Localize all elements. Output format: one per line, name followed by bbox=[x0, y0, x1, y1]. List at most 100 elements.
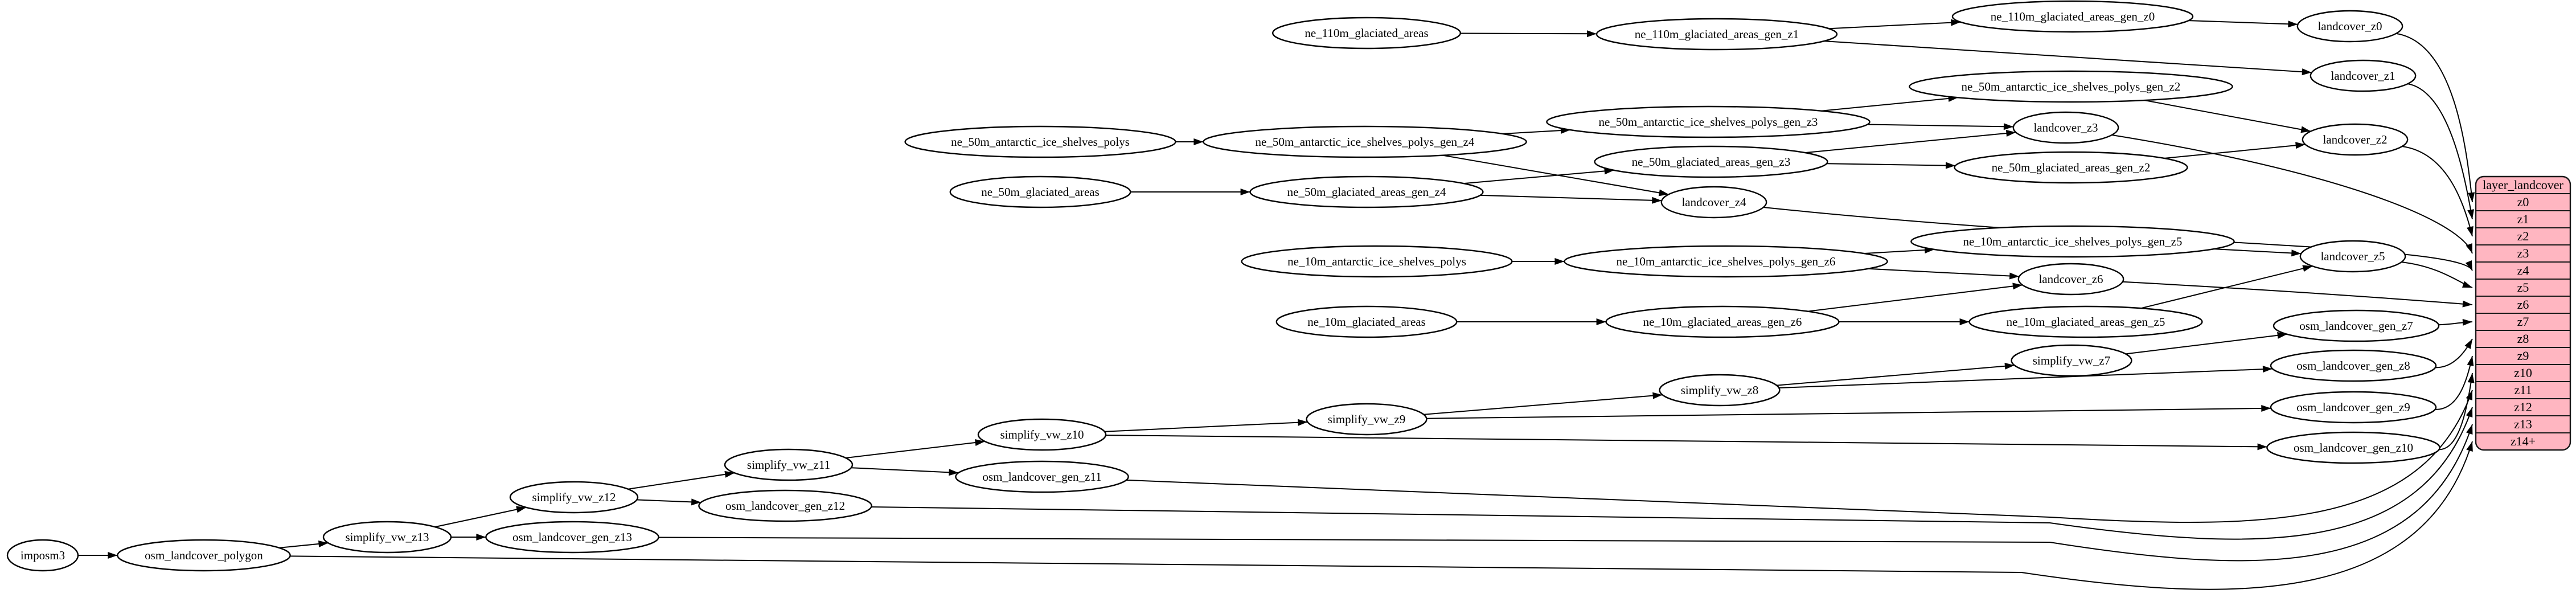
node-ellipse-ne_50m_glaciated_areas_gen_z2 bbox=[1954, 151, 2188, 184]
edge-ne_50m_glaciated_areas_gen_z3-to-landcover_z3 bbox=[1805, 130, 2016, 154]
node-ne_10m_glaciated_areas: ne_10m_glaciated_areas bbox=[1275, 305, 1458, 338]
node-landcover_z3: landcover_z3 bbox=[2012, 111, 2119, 144]
node-label-landcover_z5: landcover_z5 bbox=[2320, 249, 2385, 263]
node-label-simplify_vw_z10: simplify_vw_z10 bbox=[1000, 428, 1084, 441]
node-ellipse-ne_10m_glaciated_areas_gen_z6 bbox=[1605, 305, 1840, 338]
node-label-ne_10m_glaciated_areas_gen_z6: ne_10m_glaciated_areas_gen_z6 bbox=[1643, 315, 1802, 329]
edge-ne_50m_glaciated_areas_gen_z4-to-ne_50m_glaciated_areas_gen_z3 bbox=[1463, 167, 1614, 185]
table-row-z3: z3 bbox=[2517, 246, 2529, 260]
node-label-ne_110m_glaciated_areas_gen_z1: ne_110m_glaciated_areas_gen_z1 bbox=[1635, 27, 1799, 41]
edge-ne_110m_glaciated_areas_gen_z1-to-landcover_z1 bbox=[1824, 40, 2312, 76]
node-ne_10m_antarctic_ice_shelves_polys_gen_z5: ne_10m_antarctic_ice_shelves_polys_gen_z… bbox=[1910, 225, 2235, 258]
edge-ne_50m_antarctic_ice_shelves_polys_gen_z2-to-landcover_z2 bbox=[2144, 100, 2311, 133]
node-ellipse-landcover_z4 bbox=[1660, 186, 1767, 219]
node-ellipse-ne_50m_antarctic_ice_shelves_polys_gen_z4 bbox=[1203, 125, 1527, 158]
edge-osm_landcover_polygon-to-simplify_vw_z13 bbox=[279, 540, 329, 548]
node-ellipse-simplify_vw_z12 bbox=[509, 481, 639, 514]
node-ellipse-ne_110m_glaciated_areas bbox=[1271, 17, 1461, 50]
node-landcover_z0: landcover_z0 bbox=[2296, 10, 2403, 43]
table-row-z11: z11 bbox=[2515, 383, 2532, 397]
node-ellipse-landcover_z0 bbox=[2296, 10, 2403, 43]
node-label-landcover_z6: landcover_z6 bbox=[2038, 272, 2103, 286]
edge-ne_50m_glaciated_areas_gen_z2-to-landcover_z2 bbox=[2164, 142, 2306, 159]
node-ellipse-ne_50m_antarctic_ice_shelves_polys_gen_z3 bbox=[1546, 105, 1871, 138]
node-ellipse-simplify_vw_z11 bbox=[724, 448, 854, 481]
node-label-landcover_z0: landcover_z0 bbox=[2317, 19, 2382, 33]
table-title: layer_landcover bbox=[2483, 178, 2563, 192]
node-imposm3: imposm3 bbox=[6, 539, 79, 572]
node-ne_10m_antarctic_ice_shelves_polys_gen_z6: ne_10m_antarctic_ice_shelves_polys_gen_z… bbox=[1564, 245, 1888, 278]
node-landcover_z6: landcover_z6 bbox=[2017, 263, 2124, 296]
edge-ne_10m_antarctic_ice_shelves_polys_gen_z6-to-ne_10m_antarctic_ice_shelves_polys_gen_z5 bbox=[1864, 246, 1935, 254]
edge-landcover_z5-to-row-z5 bbox=[2401, 261, 2473, 288]
node-osm_landcover_polygon: osm_landcover_polygon bbox=[117, 539, 291, 572]
node-osm_landcover_gen_z12: osm_landcover_gen_z12 bbox=[698, 489, 872, 522]
node-ne_10m_glaciated_areas_gen_z5: ne_10m_glaciated_areas_gen_z5 bbox=[1968, 305, 2203, 338]
node-label-osm_landcover_gen_z9: osm_landcover_gen_z9 bbox=[2296, 400, 2410, 414]
node-label-landcover_z1: landcover_z1 bbox=[2331, 69, 2395, 83]
edge-ne_10m_glaciated_areas_gen_z6-to-landcover_z6 bbox=[1807, 283, 2023, 312]
node-simplify_vw_z10: simplify_vw_z10 bbox=[977, 418, 1107, 451]
node-ellipse-simplify_vw_z13 bbox=[322, 521, 452, 554]
table-row-z13: z13 bbox=[2514, 417, 2532, 431]
node-label-ne_10m_glaciated_areas_gen_z5: ne_10m_glaciated_areas_gen_z5 bbox=[2007, 315, 2165, 329]
node-label-landcover_z3: landcover_z3 bbox=[2033, 121, 2098, 134]
node-ellipse-osm_landcover_polygon bbox=[117, 539, 291, 572]
node-simplify_vw_z9: simplify_vw_z9 bbox=[1306, 403, 1428, 436]
node-ne_50m_antarctic_ice_shelves_polys_gen_z3: ne_50m_antarctic_ice_shelves_polys_gen_z… bbox=[1546, 105, 1871, 138]
table-row-z2: z2 bbox=[2517, 229, 2529, 243]
node-label-ne_10m_antarctic_ice_shelves_polys_gen_z6: ne_10m_antarctic_ice_shelves_polys_gen_z… bbox=[1617, 255, 1836, 268]
node-label-simplify_vw_z8: simplify_vw_z8 bbox=[1681, 383, 1759, 397]
node-label-landcover_z4: landcover_z4 bbox=[1681, 195, 1746, 209]
edge-landcover_z3-to-row-z3 bbox=[2111, 134, 2473, 254]
edge-simplify_vw_z11-to-simplify_vw_z10 bbox=[846, 439, 985, 459]
node-label-ne_50m_antarctic_ice_shelves_polys_gen_z3: ne_50m_antarctic_ice_shelves_polys_gen_z… bbox=[1599, 115, 1818, 129]
node-ellipse-osm_landcover_gen_z13 bbox=[485, 521, 659, 554]
node-ellipse-ne_10m_antarctic_ice_shelves_polys_gen_z5 bbox=[1910, 225, 2235, 258]
edge-simplify_vw_z9-to-osm_landcover_gen_z9 bbox=[1426, 405, 2271, 419]
node-label-osm_landcover_gen_z8: osm_landcover_gen_z8 bbox=[2296, 359, 2410, 373]
node-label-ne_50m_glaciated_areas_gen_z2: ne_50m_glaciated_areas_gen_z2 bbox=[1992, 161, 2151, 174]
table-row-z10: z10 bbox=[2514, 366, 2532, 380]
node-ne_110m_glaciated_areas: ne_110m_glaciated_areas bbox=[1271, 17, 1461, 50]
table-row-z12: z12 bbox=[2514, 400, 2532, 414]
node-ellipse-osm_landcover_gen_z10 bbox=[2266, 431, 2440, 464]
edge-osm_landcover_gen_z13-to-row-z13 bbox=[658, 424, 2473, 562]
edge-landcover_z6-to-row-z6 bbox=[2122, 281, 2473, 308]
node-label-ne_10m_antarctic_ice_shelves_polys: ne_10m_antarctic_ice_shelves_polys bbox=[1287, 255, 1466, 268]
node-ellipse-osm_landcover_gen_z8 bbox=[2270, 349, 2437, 382]
node-layer: imposm3 osm_landcover_polygon simplify_vw_… bbox=[6, 0, 2440, 572]
node-ellipse-ne_110m_glaciated_areas_gen_z1 bbox=[1595, 18, 1838, 51]
edge-landcover_z1-to-row-z1 bbox=[2407, 83, 2474, 220]
node-ellipse-landcover_z3 bbox=[2012, 111, 2119, 144]
edge-osm_landcover_gen_z12-to-row-z12 bbox=[871, 407, 2473, 540]
node-simplify_vw_z13: simplify_vw_z13 bbox=[322, 521, 452, 554]
table-row-z9: z9 bbox=[2517, 349, 2529, 363]
node-ellipse-ne_50m_antarctic_ice_shelves_polys_gen_z2 bbox=[1909, 70, 2233, 103]
table-row-z7: z7 bbox=[2517, 314, 2529, 329]
table-row-z5: z5 bbox=[2517, 280, 2529, 294]
edge-simplify_vw_z12-to-simplify_vw_z11 bbox=[627, 470, 735, 490]
node-simplify_vw_z7: simplify_vw_z7 bbox=[2011, 344, 2132, 377]
node-ne_110m_glaciated_areas_gen_z1: ne_110m_glaciated_areas_gen_z1 bbox=[1595, 18, 1838, 51]
node-label-ne_50m_antarctic_ice_shelves_polys_gen_z4: ne_50m_antarctic_ice_shelves_polys_gen_z… bbox=[1256, 135, 1475, 149]
node-osm_landcover_gen_z7: osm_landcover_gen_z7 bbox=[2273, 309, 2440, 342]
edge-simplify_vw_z11-to-osm_landcover_gen_z11 bbox=[851, 467, 959, 476]
edge-ne_50m_glaciated_areas_gen_z4-to-landcover_z4 bbox=[1480, 194, 1662, 204]
node-osm_landcover_gen_z13: osm_landcover_gen_z13 bbox=[485, 521, 659, 554]
node-simplify_vw_z8: simplify_vw_z8 bbox=[1659, 374, 1781, 407]
node-label-osm_landcover_gen_z7: osm_landcover_gen_z7 bbox=[2299, 319, 2413, 333]
edge-simplify_vw_z8-to-simplify_vw_z7 bbox=[1777, 362, 2015, 386]
node-ne_50m_antarctic_ice_shelves_polys_gen_z4: ne_50m_antarctic_ice_shelves_polys_gen_z… bbox=[1203, 125, 1527, 158]
node-label-ne_110m_glaciated_areas_gen_z0: ne_110m_glaciated_areas_gen_z0 bbox=[1991, 10, 2155, 23]
node-ellipse-osm_landcover_gen_z11 bbox=[955, 460, 1129, 493]
edge-simplify_vw_z8-to-osm_landcover_gen_z8 bbox=[1779, 366, 2273, 388]
node-label-ne_50m_glaciated_areas_gen_z3: ne_50m_glaciated_areas_gen_z3 bbox=[1632, 155, 1791, 169]
table-row-z8: z8 bbox=[2517, 331, 2529, 346]
node-ellipse-ne_50m_glaciated_areas_gen_z4 bbox=[1249, 175, 1484, 208]
node-ellipse-ne_10m_glaciated_areas bbox=[1275, 305, 1458, 338]
node-ellipse-simplify_vw_z8 bbox=[1659, 374, 1781, 407]
node-landcover_z1: landcover_z1 bbox=[2310, 59, 2417, 92]
node-ellipse-simplify_vw_z7 bbox=[2011, 344, 2132, 377]
